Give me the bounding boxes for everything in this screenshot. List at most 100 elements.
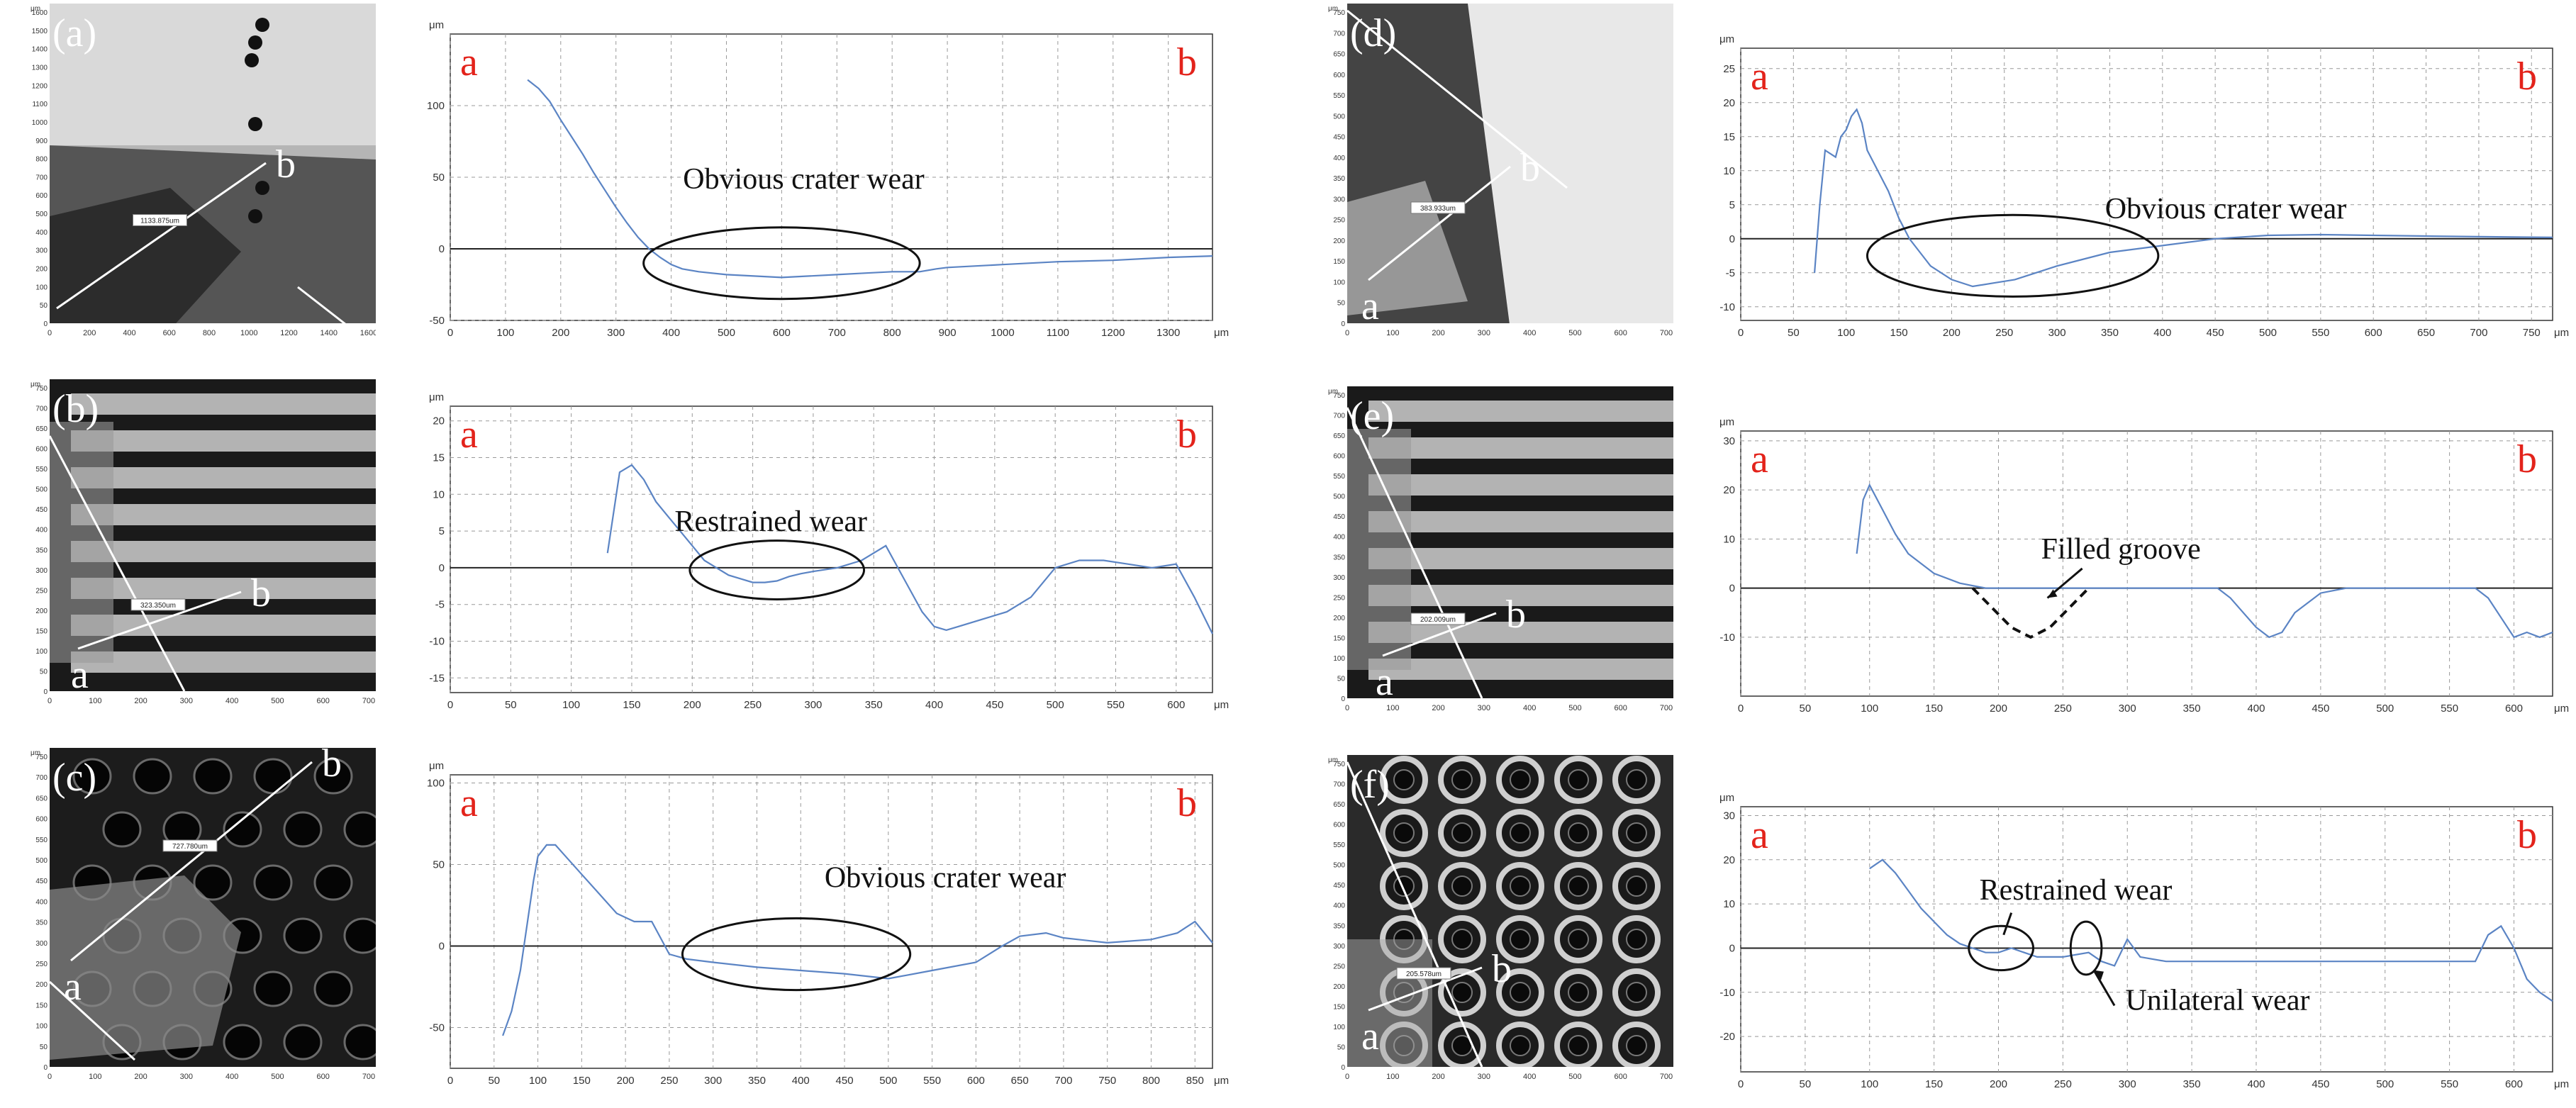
measurement-tag: 383.933um xyxy=(1420,205,1456,213)
micrograph-tick-y: 500 xyxy=(1333,113,1345,121)
micrograph-hole xyxy=(313,970,353,1007)
micrograph-tick-y: 100 xyxy=(35,648,48,656)
x-tick-label: 200 xyxy=(552,327,569,339)
micrograph-tick-x: 700 xyxy=(1660,1073,1673,1081)
micrograph-tick-x: 0 xyxy=(1345,329,1349,337)
micrograph-tick-y: 1100 xyxy=(32,101,48,108)
x-tick-label: 200 xyxy=(1943,327,1961,339)
x-tick-label: 550 xyxy=(2312,327,2329,339)
annotation-text: Unilateral wear xyxy=(2125,985,2309,1017)
y-tick-label: 0 xyxy=(439,941,445,953)
measurement-tag: 202.009um xyxy=(1420,616,1456,624)
micrograph-tick-y: 150 xyxy=(1333,634,1345,642)
y-tick-label: 20 xyxy=(1723,484,1735,496)
y-tick-label: 10 xyxy=(1723,533,1735,545)
panel-letter: (f) xyxy=(1350,763,1390,807)
x-tick-label: 450 xyxy=(836,1075,854,1087)
micrograph-endpoint-b: b xyxy=(1520,146,1540,190)
micrograph-tick-y: 200 xyxy=(1333,615,1345,622)
x-tick-label: 250 xyxy=(744,699,762,711)
y-unit: μm xyxy=(1719,416,1734,428)
micrograph-tick-x: 100 xyxy=(89,1073,101,1081)
y-tick-label: 0 xyxy=(439,243,445,255)
micrograph-dark-region xyxy=(50,188,241,330)
x-tick-label: 400 xyxy=(792,1075,810,1087)
micrograph-tick-y: 300 xyxy=(1333,574,1345,582)
micrograph-tick-y: 600 xyxy=(1333,453,1345,461)
micrograph-tick-y: 50 xyxy=(1337,300,1346,308)
micrograph-tick-x: 0 xyxy=(48,697,52,705)
micrograph-tick-x: 1400 xyxy=(320,329,338,337)
x-unit: μm xyxy=(2554,327,2569,339)
annotation-text: Obvious crater wear xyxy=(2105,193,2347,225)
x-tick-label: 350 xyxy=(865,699,883,711)
micrograph-tick-y: 150 xyxy=(35,1002,48,1009)
x-tick-label: 1300 xyxy=(1156,327,1180,339)
measurement-line xyxy=(70,761,313,962)
micrograph-tick-y: 700 xyxy=(35,174,48,181)
y-tick-label: 25 xyxy=(1723,63,1735,75)
micrograph-tick-y: 700 xyxy=(1333,30,1345,38)
micrograph-tick-x: 200 xyxy=(134,1073,147,1081)
x-tick-label: 450 xyxy=(2207,327,2224,339)
micrograph-tick-y: 350 xyxy=(35,547,48,554)
micrograph-tick-x: 1000 xyxy=(240,329,257,337)
profile-endpoint-a: a xyxy=(460,781,478,825)
profile-endpoint-b: b xyxy=(2517,437,2537,481)
micrograph-dimple-core xyxy=(1451,822,1473,844)
micrograph-endpoint-b: b xyxy=(1506,593,1526,637)
micrograph-dimple-core xyxy=(1568,822,1589,844)
x-tick-label: 100 xyxy=(562,699,580,711)
x-tick-label: 700 xyxy=(1054,1075,1072,1087)
micrograph-tick-y: 150 xyxy=(1333,258,1345,266)
micrograph-tick-y: 1300 xyxy=(32,64,48,72)
micrograph-tick-y: 400 xyxy=(1333,902,1345,910)
micrograph-hole xyxy=(283,917,323,954)
x-tick-label: 350 xyxy=(2183,1078,2201,1090)
micrograph-axis-strip-y xyxy=(28,748,50,1085)
x-tick-label: 600 xyxy=(2365,327,2382,339)
micrograph-axis-strip-x xyxy=(1326,323,1673,341)
micrograph-tick-x: 1600 xyxy=(360,329,376,337)
micrograph-tick-y: 300 xyxy=(35,940,48,948)
measurement-line xyxy=(56,162,267,310)
x-tick-label: 350 xyxy=(2101,327,2119,339)
micrograph-edge-line xyxy=(48,435,186,692)
micrograph-tick-y: 500 xyxy=(35,211,48,218)
micrograph-tick-y: 200 xyxy=(35,608,48,615)
y-tick-label: 0 xyxy=(1729,942,1735,954)
x-tick-label: 700 xyxy=(2470,327,2487,339)
micrograph-tick-x: 200 xyxy=(83,329,96,337)
micrograph-surface xyxy=(50,4,376,145)
micrograph-dimple-core xyxy=(1510,982,1531,1003)
x-tick-label: 0 xyxy=(447,699,453,711)
x-tick-label: 100 xyxy=(1861,703,1878,715)
micrograph-tick-x: 800 xyxy=(203,329,216,337)
measurement-tag: 205.578um xyxy=(1406,970,1442,978)
x-tick-label: 150 xyxy=(1925,703,1943,715)
x-tick-label: 200 xyxy=(1990,703,2007,715)
micrograph-tick-x: 0 xyxy=(48,1073,52,1081)
x-tick-label: 600 xyxy=(2505,703,2523,715)
micrograph-tick-y: 0 xyxy=(43,1064,48,1072)
micrograph-tick-x: 200 xyxy=(1432,1073,1444,1081)
x-tick-label: 550 xyxy=(923,1075,941,1087)
measurement-tag: 727.780um xyxy=(172,843,208,851)
micrograph-dimple-core xyxy=(1451,982,1473,1003)
micrograph-dimple-core xyxy=(1451,769,1473,790)
micrograph-tick-x: 300 xyxy=(1478,329,1490,337)
micrograph-tick-y: 50 xyxy=(1337,675,1346,683)
y-tick-label: 30 xyxy=(1723,810,1735,822)
micrograph-tick-y: 400 xyxy=(35,527,48,535)
y-tick-label: -5 xyxy=(435,599,445,611)
x-unit: μm xyxy=(1214,1075,1229,1087)
micrograph-dimple-core xyxy=(1451,875,1473,897)
micrograph-hole xyxy=(72,758,112,795)
micrograph-stripe xyxy=(1368,659,1673,680)
micrograph-tick-x: 500 xyxy=(1568,1073,1581,1081)
annotation-arrow xyxy=(2092,969,2116,1007)
micrograph-tick-y: 600 xyxy=(35,816,48,824)
